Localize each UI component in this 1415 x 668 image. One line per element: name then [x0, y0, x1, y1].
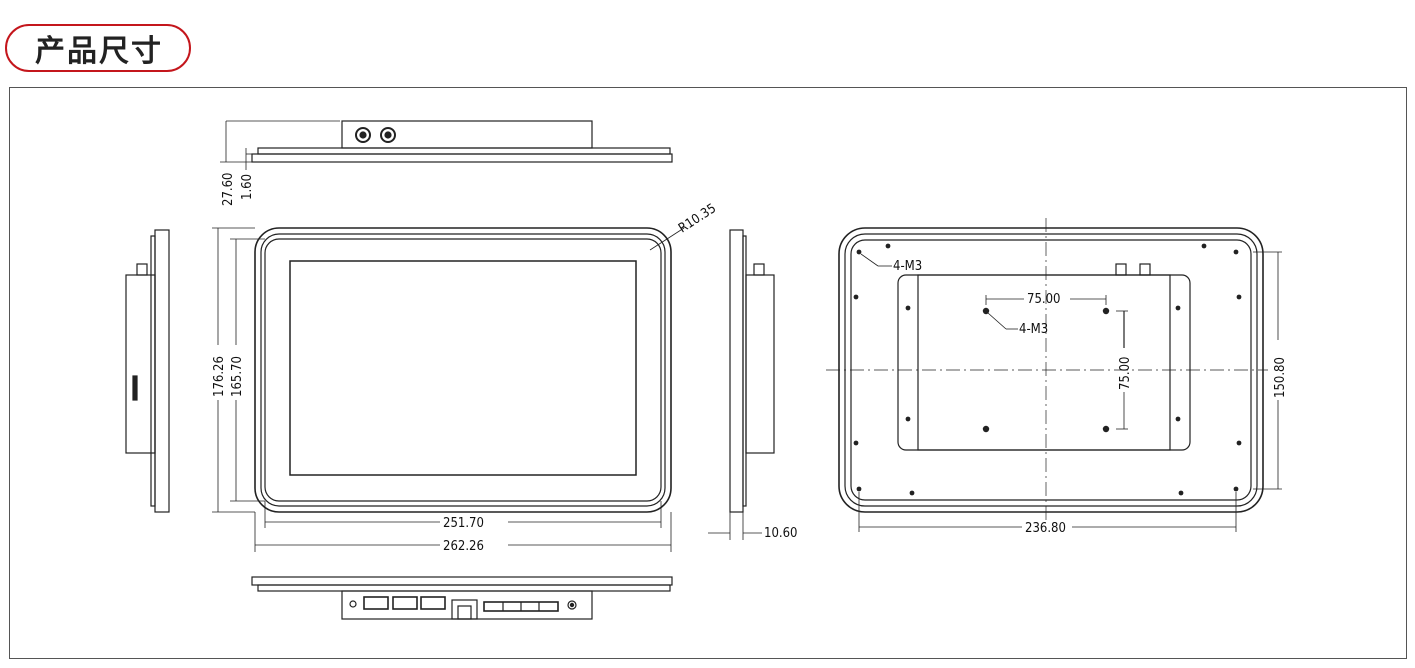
- dim-inner-width: 251.70: [443, 516, 484, 531]
- rear-view: [826, 218, 1282, 532]
- top-view: [220, 120, 673, 170]
- dim-bezel-depth: 10.60: [764, 526, 797, 541]
- dim-rear-mount-width: 236.80: [1025, 521, 1066, 536]
- drawing-frame: [9, 87, 1407, 659]
- front-dimension-lines: [212, 227, 672, 552]
- bottom-view: [251, 576, 673, 620]
- dim-rear-mount-height: 150.80: [1273, 357, 1288, 398]
- left-side-view: [125, 229, 170, 513]
- section-title-pill: 产品尺寸: [5, 24, 191, 72]
- dim-panel-thickness: 1.60: [240, 174, 255, 200]
- dim-total-depth: 27.60: [221, 173, 236, 206]
- dim-vesa-horizontal: 75.00: [1027, 292, 1060, 307]
- right-side-view: [708, 229, 775, 540]
- dim-outer-width: 262.26: [443, 539, 484, 554]
- dim-corner-radius: R10.35: [676, 201, 719, 236]
- screw-label-vesa: 4-M3: [1019, 322, 1048, 337]
- dim-vesa-vertical: 75.00: [1118, 357, 1133, 390]
- dim-outer-height: 176.26: [212, 356, 227, 397]
- screw-label-outer: 4-M3: [893, 259, 922, 274]
- front-view: [254, 227, 685, 513]
- section-title: 产品尺寸: [35, 34, 163, 69]
- dim-inner-height: 165.70: [230, 356, 245, 397]
